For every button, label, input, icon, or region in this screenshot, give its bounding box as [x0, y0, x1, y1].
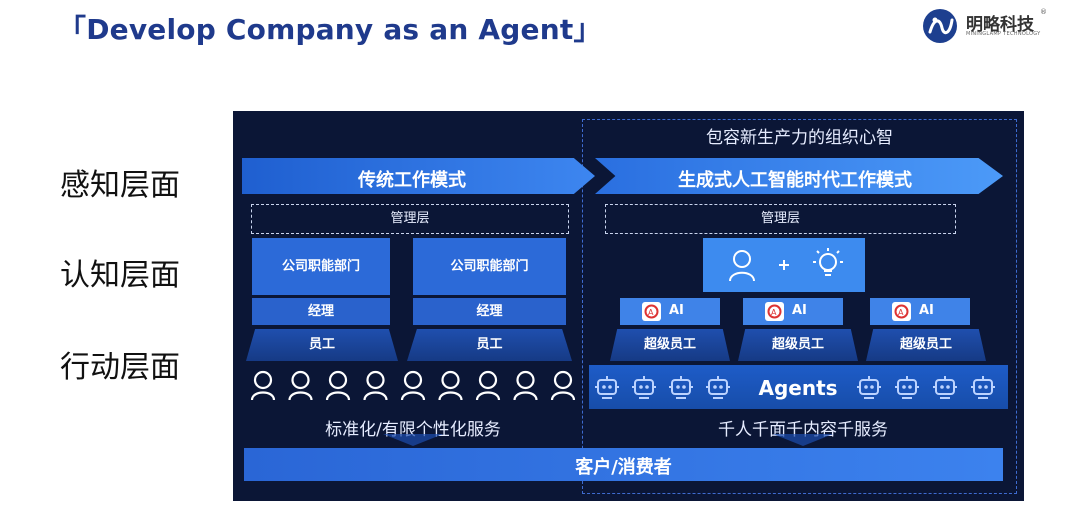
robot-row [595, 376, 995, 399]
agents-label: Agents [758, 376, 838, 400]
person-icon [288, 370, 313, 401]
person-icon [325, 370, 351, 401]
left-mode-arrow [242, 158, 595, 194]
left-chevron-icon [383, 434, 443, 446]
ai-robot-icon: A [765, 302, 784, 321]
right-header: 包容新生产力的组织心智 [706, 128, 893, 148]
right-mode-arrow [595, 158, 1003, 194]
dept-block-2: 公司职能部门 [413, 238, 566, 295]
people-row [250, 370, 576, 401]
robot-icon [857, 376, 881, 399]
left-service-label: 标准化/有限个性化服务 [325, 420, 501, 440]
agents-bar [589, 365, 1008, 409]
plus-icon [779, 260, 789, 270]
human-ai-collab-box [703, 238, 865, 292]
robot-icon [971, 376, 995, 399]
svg-text:A: A [771, 308, 777, 317]
layer-label-perception: 感知层面 [60, 168, 180, 203]
mininglamp-logo-icon [923, 9, 957, 43]
ai-robot-icon: A [892, 302, 911, 321]
robot-icon [595, 376, 619, 399]
left-mode-label: 传统工作模式 [358, 170, 466, 191]
robot-icon [895, 376, 919, 399]
ai-label: AI [792, 303, 807, 318]
person-icon [513, 370, 538, 401]
brand-registered-mark: ® [1040, 8, 1047, 16]
right-dashed-frame [582, 119, 1017, 494]
robot-icon [669, 376, 693, 399]
layer-label-cognition: 认知层面 [60, 258, 180, 293]
person-icon [400, 370, 426, 401]
ai-box-2: A AI [743, 298, 843, 325]
brand-subtitle: MININGLAMP TECHNOLOGY [966, 31, 1041, 37]
svg-text:A: A [648, 308, 654, 317]
brand-logo: 明略科技 ® MININGLAMP TECHNOLOGY [922, 8, 1072, 44]
ai-robot-icon: A [642, 302, 661, 321]
super-staff-2: 超级员工 [738, 329, 858, 361]
staff-block-2: 员工 [407, 329, 572, 361]
right-mode-label: 生成式人工智能时代工作模式 [678, 170, 912, 191]
staff-block-1: 员工 [246, 329, 398, 361]
layer-label-action: 行动层面 [60, 350, 180, 385]
robot-icon [933, 376, 957, 399]
brand-name: 明略科技 [966, 15, 1034, 35]
super-staff-1: 超级员工 [610, 329, 730, 361]
person-icon [550, 370, 576, 401]
robot-icon [632, 376, 656, 399]
person-icon [475, 370, 501, 401]
customer-label: 客户/消费者 [575, 457, 672, 478]
person-icon [729, 250, 755, 282]
robot-icon [706, 376, 730, 399]
person-icon [250, 370, 276, 401]
person-icon [438, 370, 463, 401]
ai-label: AI [919, 303, 934, 318]
right-management-layer: 管理层 [605, 204, 956, 234]
manager-block-2: 经理 [413, 298, 566, 325]
ai-label: AI [669, 303, 684, 318]
svg-text:A: A [898, 308, 904, 317]
customer-bar [244, 448, 1003, 481]
right-service-label: 千人千面千内容千服务 [718, 420, 888, 440]
ai-box-3: A AI [870, 298, 970, 325]
left-management-layer: 管理层 [251, 204, 569, 234]
dept-block-1: 公司职能部门 [252, 238, 390, 295]
person-icon [363, 370, 388, 401]
manager-block-1: 经理 [252, 298, 390, 325]
super-staff-3: 超级员工 [866, 329, 986, 361]
slide-title: 「Develop Company as an Agent」 [58, 13, 602, 46]
lightbulb-icon [813, 248, 843, 276]
ai-box-1: A AI [620, 298, 720, 325]
right-chevron-icon [773, 434, 833, 446]
diagram-panel: 包容新生产力的组织心智 传统工作模式 生成式人工智能时代工作模式 管理层 管理层… [233, 111, 1024, 501]
